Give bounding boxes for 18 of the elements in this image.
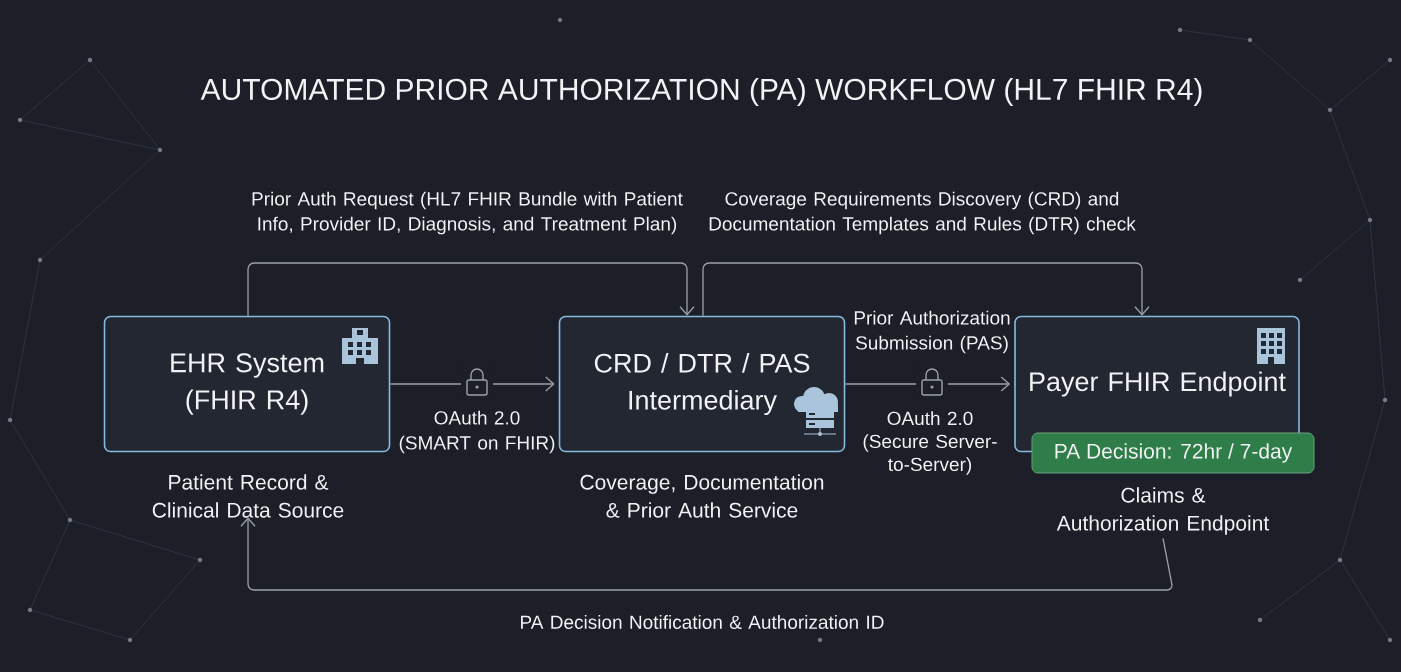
arrow [389, 376, 555, 392]
arrow [702, 262, 1150, 317]
arrow [844, 376, 1011, 392]
edge-label: OAuth 2.0 (SMART on FHIR) [399, 410, 555, 454]
node-caption: Claims & Authorization Endpoint [1056, 487, 1270, 535]
arrow [247, 262, 695, 317]
process-box: EHR System (FHIR R4) [103, 315, 391, 453]
note-label: OAuth 2.0 (Secure Server-to-Server) [863, 411, 997, 475]
edge-label: PA Decision Notification & Authorization ID [521, 615, 884, 629]
edge-label: Prior Authorization Submission (PAS) [854, 310, 1010, 354]
node-caption: Coverage, Documentation & Prior Auth Service [580, 474, 824, 518]
edge-label: Coverage Requirements Discovery (CRD) and Documentation Templates and Rules (DTR) check [709, 191, 1136, 235]
status-badge: PA Decision: 72hr / 7-day [1031, 432, 1315, 474]
process-box: CRD / DTR / PAS Intermediary [558, 315, 846, 453]
arrow [240, 517, 1173, 591]
title: AUTOMATED PRIOR AUTHORIZATION (PA) WORKFLOW (HL7 FHIR R4) [200, 78, 1202, 106]
node-caption: Patient Record & Clinical Data Source [152, 474, 344, 518]
edge-label: Prior Auth Request (HL7 FHIR Bundle with Patient Info, Provider ID, Diagnosis, and Treatment Plan) [252, 191, 683, 235]
